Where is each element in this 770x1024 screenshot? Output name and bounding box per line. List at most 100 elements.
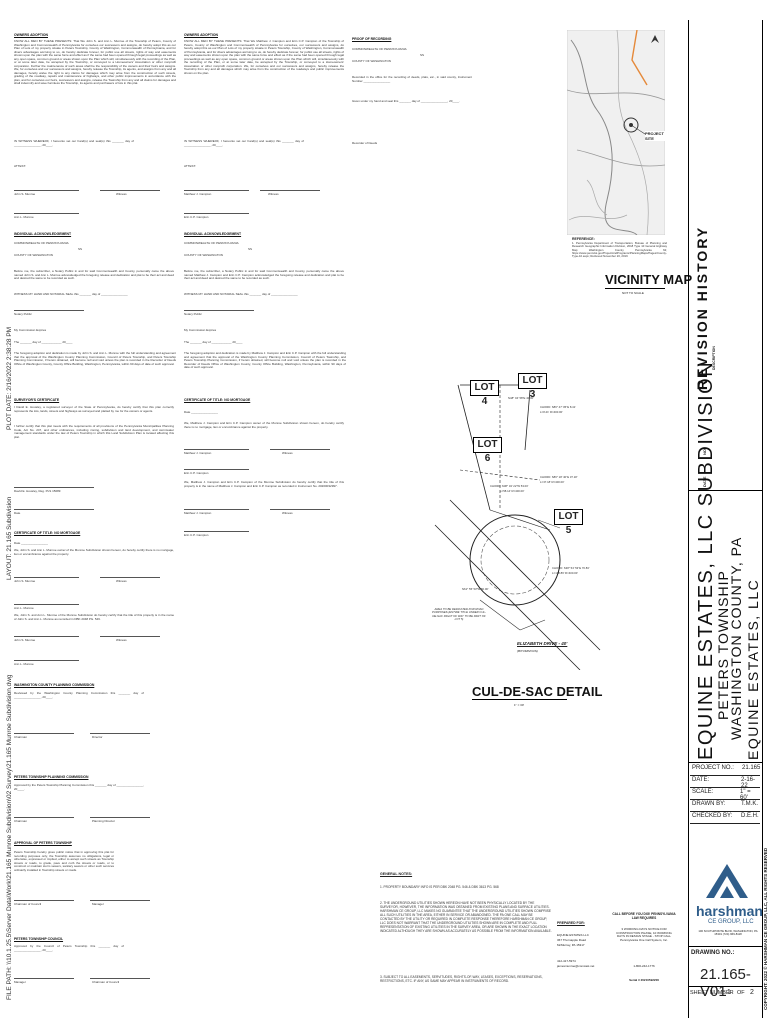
- signature-line: [14, 900, 74, 901]
- lot-3-label: LOT 3: [518, 373, 547, 400]
- signer-name: Matthew J. Campion: [184, 192, 212, 196]
- scale-value: 1" = 60': [740, 789, 751, 801]
- location-county: WASHINGTON COUNTY, PA: [728, 536, 744, 740]
- divider: [688, 946, 762, 947]
- signature-line: [14, 660, 79, 661]
- lot-6-label: LOT 6: [473, 437, 502, 464]
- bearing-label: N61° 55' 53"W 50.00': [462, 587, 489, 591]
- individual-ack-heading: INDIVIDUAL ACKNOWLEDGEMENT: [14, 232, 72, 236]
- cert-title-heading: CERTIFICATE OF TITLE: NO MORTGAGE: [14, 531, 81, 535]
- witness-label: Witness: [268, 192, 279, 196]
- checked-by-label: CHECKED BY:: [692, 813, 733, 819]
- in-witness-text: IN WITNESS WHEREOF, I hereunto set our h…: [184, 139, 304, 147]
- harshman-logo-icon: [706, 864, 748, 898]
- commonwealth-label: COMMONWEALTH OF PENNSYLVANIA: [352, 47, 407, 51]
- title-block-border: [688, 20, 689, 1018]
- reference-text: 1. Pennsylvania Department of Transporta…: [572, 241, 667, 259]
- notarial-seal-text: WITNESS MY HAND AND NOTARIAL SEAL this _…: [14, 292, 128, 296]
- foregoing-text: The foregoing adoption and dedication is…: [14, 351, 176, 366]
- checked-by-value: D.E.H.: [741, 813, 759, 819]
- elizabeth-drive-label: ELIZABETH DRIVE - 40': [517, 641, 568, 646]
- company-address: 100 SOUTHPOINTE BLVD, WASHINGTON, PA 153…: [698, 929, 758, 937]
- signer-name: Ann L. Munroe: [14, 662, 34, 666]
- the-day-line: The _______ day of ____________ 20____: [184, 340, 243, 344]
- chord-label: CHORD: S86° 47' 05"E 8.41': [540, 405, 576, 409]
- planning-director-label: Planning Director: [92, 819, 116, 823]
- copyright-text: COPYRIGHT: 2022 © HARSHMAN CE GROUP, LLC…: [763, 847, 768, 1010]
- notarial-seal-text: WITNESS MY HAND AND NOTARIAL SEAL this _…: [184, 292, 298, 296]
- the-day-line: The _______ day of ____________ 20____: [14, 340, 73, 344]
- call-before-you-dig: CALL BEFORE YOU DIG! PENNSYLVANIA LAW RE…: [612, 912, 676, 920]
- ptc-heading: PETERS TOWNSHIP COUNCIL: [14, 937, 64, 941]
- ptpc-text: Approved by the Peters Township Planning…: [14, 783, 144, 791]
- signature-line: [270, 449, 330, 450]
- vicinity-scale: NOT TO SCALE: [622, 291, 644, 295]
- date-row: DATE: 2-16-22: [690, 776, 760, 789]
- signer-name: Erin C.P. Campion: [184, 533, 209, 537]
- witness-label: Witness: [282, 451, 293, 455]
- prepared-for-label: PREPARED FOR:: [557, 921, 585, 925]
- cert-title-date: Date ________________: [184, 410, 218, 414]
- signature-line: [14, 577, 79, 578]
- signature-line: [14, 817, 74, 818]
- layout-text: LAYOUT: 21.165 Subdivision: [6, 496, 13, 580]
- client-phone: 412-417-5974: [557, 959, 576, 963]
- cul-de-sac-drawing: [434, 384, 601, 670]
- title-underline: [472, 699, 567, 700]
- cert-title-text-2: We, John S. and Ann L. Munroe of the Mun…: [14, 613, 174, 621]
- approval-text: Peters Township hereby gives public noti…: [14, 850, 114, 872]
- signer-name: Erin C.P. Campion: [184, 215, 209, 219]
- file-path-text: FILE PATH: \\10.1.25.5\Server Data\Work\…: [6, 674, 13, 1000]
- director-label: Director: [92, 735, 103, 739]
- sheet-of-label: OF: [737, 990, 745, 996]
- divider: [688, 490, 762, 491]
- dedicated-area-note: AREA TO BE DEDICATED FOR ROAD PURPOSES (…: [432, 607, 486, 621]
- client-email: jamesmunroe@comcast.net: [557, 964, 595, 968]
- attest-label: ATTEST:: [184, 164, 196, 168]
- commonwealth-label: COMMONWEALTH OF PENNSYLVANIA: [184, 241, 239, 245]
- logo-name: harshman: [696, 903, 763, 919]
- commission-expires-label: My Commission Expires: [14, 328, 47, 332]
- surveyors-text-2: I further certify that this plat meets w…: [14, 424, 174, 439]
- signature-line: [90, 900, 150, 901]
- cert-title-date: Date ________________: [14, 541, 48, 545]
- signature-line: [184, 531, 249, 532]
- signature-line: [14, 310, 84, 311]
- scale-label: SCALE:: [692, 789, 714, 795]
- date-value: 2-16-22: [741, 777, 756, 789]
- drawn-by-label: DRAWN BY:: [692, 801, 726, 807]
- signature-line: [14, 733, 74, 734]
- signature-line: [14, 190, 79, 191]
- surveyor-signature: David E. Housley, Reg. PLS 15089: [14, 489, 61, 493]
- cul-de-sac-scale: 1" = 30': [514, 703, 525, 707]
- client-address: McMurray, PA 15317: [557, 943, 585, 947]
- approval-heading: APPROVAL OF PETERS TOWNSHIP: [14, 841, 72, 845]
- sheet-total: 2: [750, 989, 754, 996]
- owners-adoption-heading: OWNERS ADOPTION: [184, 33, 218, 37]
- ack-text: Before me, the subscriber, a Notary Publ…: [184, 269, 344, 280]
- date-label: Date: [14, 511, 21, 515]
- recorded-text: Recorded in the office for the recording…: [352, 75, 472, 83]
- cul-de-sac-title: CUL-DE-SAC DETAIL: [472, 684, 603, 699]
- signature-line: [14, 604, 79, 605]
- signature-line: [184, 190, 249, 191]
- witness-label: Witness: [282, 511, 293, 515]
- divider: [688, 762, 762, 763]
- call-phone: 1-800-242-1776: [633, 964, 655, 968]
- manager-label: Manager: [14, 980, 26, 984]
- cert-title-text: We, Matthew J. Campion and Erin C.P. Cam…: [184, 421, 344, 429]
- wcpc-heading: WASHINGTON COUNTY PLANNING COMMISSION: [14, 683, 95, 687]
- logo-subtitle: CE GROUP, LLC: [708, 919, 754, 925]
- chairman-label: Chairman: [14, 735, 28, 739]
- witness-label: Witness: [116, 638, 127, 642]
- project-no-row: PROJECT NO.: 21.165: [690, 764, 760, 776]
- signer-name: John S. Munroe: [14, 579, 36, 583]
- scale-row: SCALE: 1" = 60': [690, 788, 760, 801]
- sheet-number: 1: [727, 989, 731, 996]
- drawing-number: 21.165-V01: [700, 966, 751, 1000]
- given-text: Given under my hand and seal this ______…: [352, 99, 460, 103]
- lot-5-label: LOT 5: [554, 509, 583, 536]
- bituminous-label: (BITUMINOUS): [517, 649, 538, 653]
- signature-line: [100, 577, 160, 578]
- signature-line: [270, 509, 330, 510]
